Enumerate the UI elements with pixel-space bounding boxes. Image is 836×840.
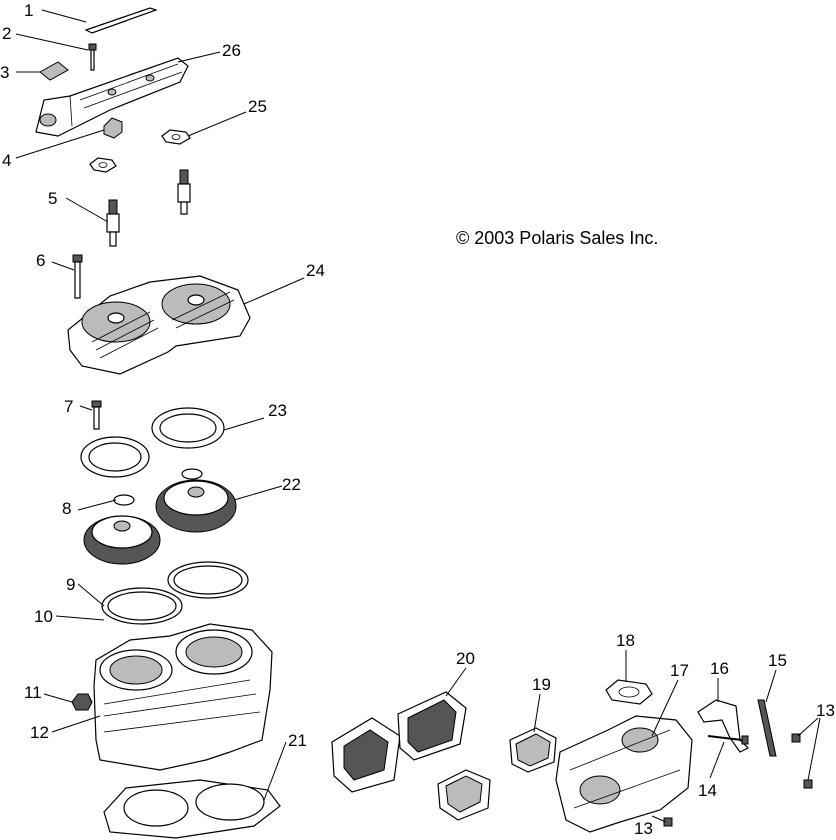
callout-20: 20 [456,649,475,668]
part-4-nut [103,117,123,139]
part-21-base-gasket [103,779,281,839]
callout-17: 17 [670,661,689,680]
callout-19: 19 [532,675,551,694]
leader-lines [15,9,821,823]
callout-24: 24 [306,261,325,280]
callout-8: 8 [62,499,71,518]
callout-6: 6 [36,251,45,270]
part-8-o-ring [113,468,203,506]
callout-16: 16 [710,659,729,678]
part-26-rail-cover [35,57,189,137]
callout-26: 26 [222,41,241,60]
callout-23: 23 [268,401,287,420]
callout-13-right: 13 [816,701,835,720]
callout-3: 3 [0,63,9,82]
part-18-gasket [605,679,653,705]
part-7-bolt [91,400,102,430]
part-23-head-gasket [80,407,225,478]
part-5-spark-plug [106,169,191,247]
part-12-cylinder-block [93,623,273,771]
part-6-head-bolt [72,254,83,299]
callout-4: 4 [2,151,11,170]
callout-9: 9 [66,575,75,594]
part-14-pin [707,735,749,745]
part-9-10-cylinder-gasket [101,561,249,625]
part-11-cap [71,693,93,711]
callout-7: 7 [64,397,73,416]
copyright-text: © 2003 Polaris Sales Inc. [456,228,658,248]
part-22-head-insert [83,479,237,565]
part-24-cylinder-head [67,275,251,375]
part-13-small-bolt [663,733,813,827]
part-1-strip [84,7,158,34]
callout-15: 15 [768,651,787,670]
callout-10: 10 [34,607,53,626]
part-17-intake-manifold [555,715,693,833]
callout-11: 11 [24,683,42,702]
callout-12: 12 [30,723,49,742]
callout-18: 18 [616,631,635,650]
callout-1: 1 [24,1,33,20]
callout-2: 2 [2,24,11,43]
part-2-bolt [88,43,97,71]
part-20-reed-valve [331,691,491,821]
callout-5: 5 [48,189,57,208]
callout-13-bottom: 13 [634,819,653,838]
callout-22: 22 [282,475,301,494]
part-19-spacer [509,727,557,773]
part-3-plate [39,61,69,81]
callout-14: 14 [698,781,717,800]
callout-21: 21 [288,731,307,750]
part-25-gasket [89,129,191,173]
callout-25: 25 [248,97,267,116]
part-15-rod [757,699,777,757]
